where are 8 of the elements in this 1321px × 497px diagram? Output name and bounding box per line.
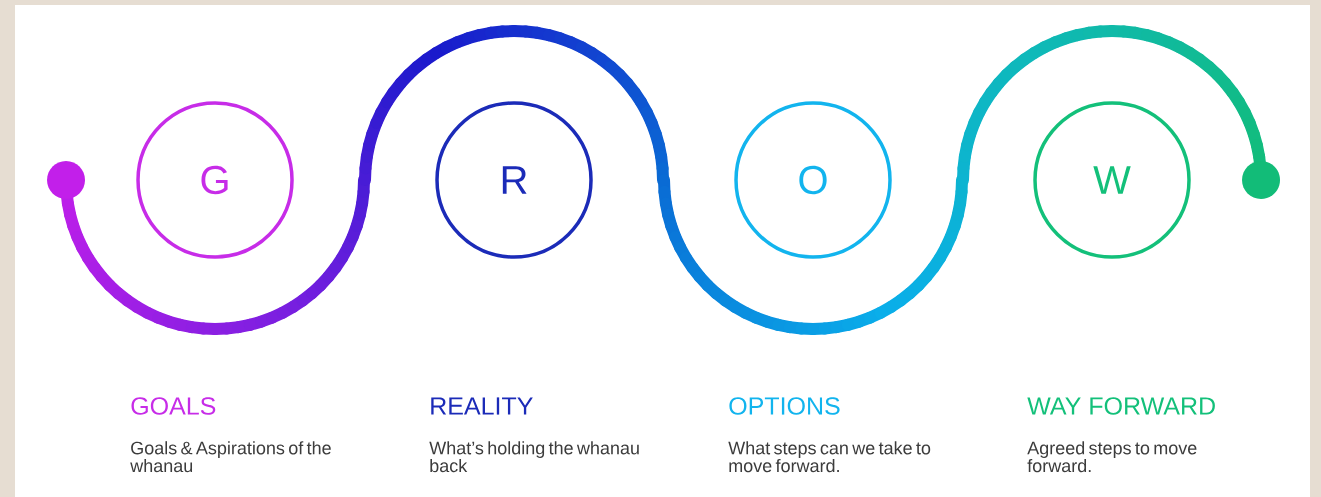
step-description: Agreed steps to move forward. — [1027, 441, 1197, 473]
step-description: What’s holding the whanau back — [429, 441, 639, 473]
step-heading: GOALS — [131, 397, 216, 415]
step-description: Goals & Aspirations of the whanau — [130, 441, 331, 473]
step-heading: OPTIONS — [729, 397, 840, 415]
step-description: What steps can we take to move forward. — [728, 441, 931, 473]
step-heading: REALITY — [431, 397, 533, 415]
step-heading: WAY FORWARD — [1027, 397, 1215, 415]
